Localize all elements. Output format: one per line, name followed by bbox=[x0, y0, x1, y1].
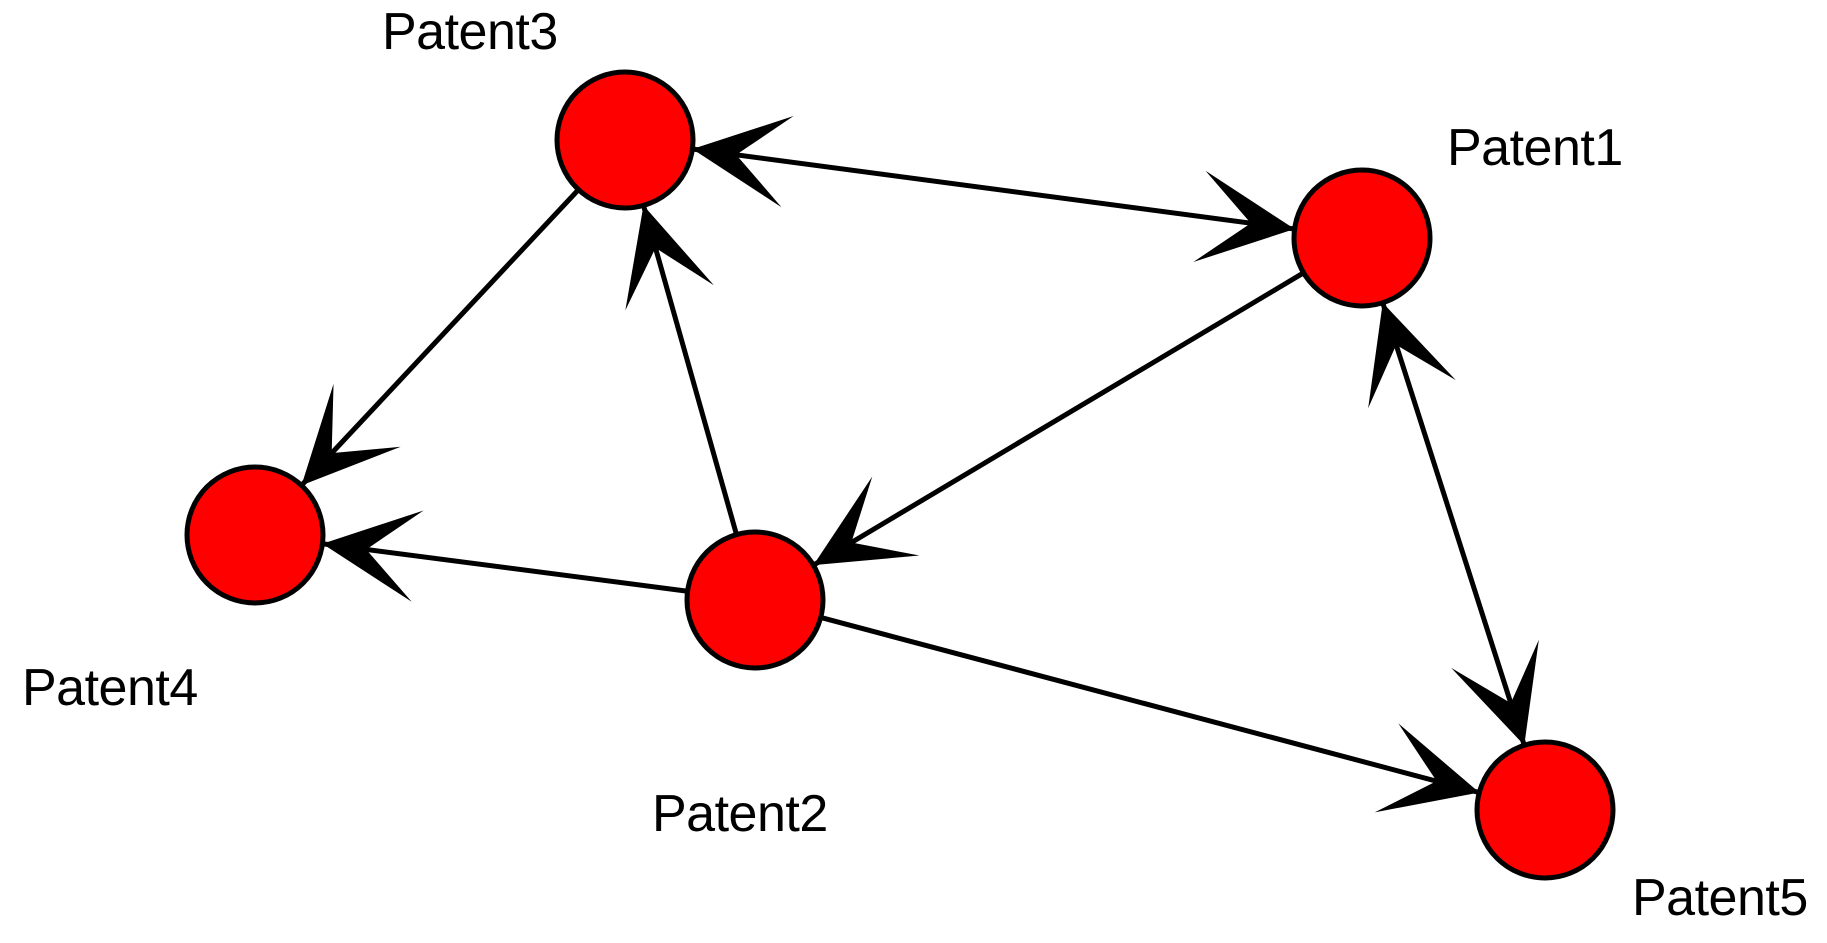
edge-line bbox=[1380, 302, 1527, 746]
node-label-patent5: Patent5 bbox=[1632, 869, 1808, 927]
edge-line bbox=[812, 270, 1305, 568]
node-label-patent4: Patent4 bbox=[22, 659, 198, 717]
edge-line bbox=[820, 615, 1480, 795]
edge-patent1-to-patent5[interactable] bbox=[1380, 302, 1527, 746]
node-patent5[interactable] bbox=[1474, 739, 1616, 881]
node-layer bbox=[184, 69, 1616, 881]
edge-line bbox=[641, 204, 739, 536]
node-patent2[interactable] bbox=[684, 529, 826, 671]
edge-patent2-to-patent4[interactable] bbox=[322, 541, 688, 594]
edge-arrowhead bbox=[301, 383, 401, 486]
edge-line bbox=[322, 541, 688, 594]
edge-patent2-to-patent3[interactable] bbox=[641, 204, 739, 536]
node-label-patent2: Patent2 bbox=[652, 785, 828, 843]
node-label-patent3: Patent3 bbox=[382, 3, 558, 61]
edge-patent3-to-patent1[interactable] bbox=[692, 146, 1295, 232]
edge-line bbox=[692, 146, 1295, 232]
edge-patent2-to-patent5[interactable] bbox=[820, 615, 1480, 795]
edge-layer bbox=[299, 116, 1539, 813]
edge-arrowhead bbox=[1451, 639, 1539, 746]
node-patent1[interactable] bbox=[1291, 167, 1433, 309]
edge-arrowhead bbox=[625, 205, 714, 311]
edge-arrowhead bbox=[1193, 170, 1295, 262]
node-patent3[interactable] bbox=[554, 69, 696, 211]
edge-arrowhead bbox=[1374, 723, 1480, 813]
edge-arrowhead bbox=[322, 510, 424, 602]
node-label-patent1: Patent1 bbox=[1447, 119, 1623, 177]
edge-arrowhead bbox=[1368, 302, 1456, 409]
edge-patent3-to-patent4[interactable] bbox=[299, 187, 581, 488]
edge-arrowhead bbox=[692, 116, 794, 208]
edge-line bbox=[299, 187, 581, 488]
edge-patent1-to-patent2[interactable] bbox=[812, 270, 1305, 568]
node-patent4[interactable] bbox=[184, 464, 326, 606]
edge-arrowhead bbox=[813, 476, 920, 566]
